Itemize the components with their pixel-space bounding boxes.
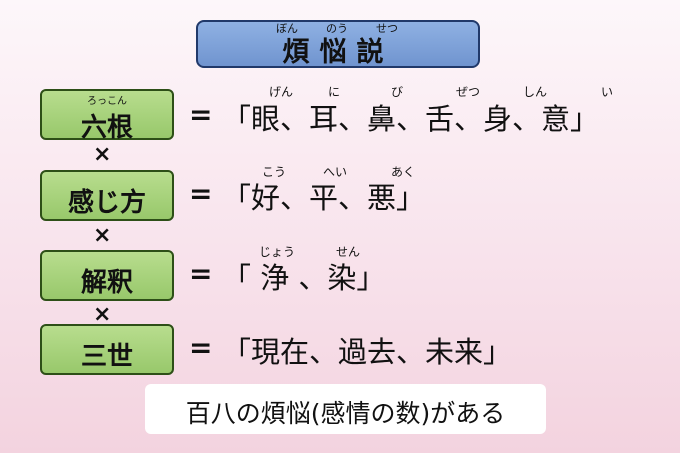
- term-sanze: 三世: [80, 342, 133, 372]
- title-ruby-2: のう: [326, 22, 348, 35]
- equals-sign-2: =: [189, 177, 213, 210]
- multiply-sign-3: ×: [93, 302, 112, 327]
- ruby-shin: しん: [523, 85, 548, 99]
- term-kaishaku: 解釈: [80, 268, 133, 298]
- term-rokkon: 六根: [80, 113, 133, 143]
- title-box: ぼん のう せつ 煩悩説: [196, 20, 480, 68]
- ruby-i: い: [601, 85, 614, 99]
- title-ruby-3: せつ: [376, 22, 398, 35]
- summary-box: 百八の煩悩(感情の数)がある: [145, 384, 546, 434]
- definition-sanze: 「現在、過去、未来」: [222, 335, 513, 369]
- title-ruby-1: ぼん: [276, 22, 298, 35]
- equals-sign-4: =: [189, 331, 213, 364]
- definition-rokkon: 「眼、耳、鼻、舌、身、意」: [222, 102, 600, 136]
- term-box-kanjikata: 感じ方: [40, 170, 174, 221]
- ruby-jou: じょう: [259, 245, 296, 259]
- ruby-sen: せん: [336, 245, 361, 259]
- page-title: 煩悩説: [282, 37, 394, 68]
- ruby-zetsu: ぜつ: [456, 85, 481, 99]
- summary-text: 百八の煩悩(感情の数)がある: [185, 399, 506, 428]
- ruby-ni: に: [328, 85, 341, 99]
- ruby-kou: こう: [262, 165, 287, 179]
- term-kanjikata: 感じ方: [67, 188, 146, 218]
- ruby-aku: あく: [391, 165, 416, 179]
- ruby-hei: へい: [323, 165, 348, 179]
- term-box-rokkon: ろっこん 六根: [40, 89, 174, 143]
- multiply-sign-2: ×: [93, 223, 112, 248]
- term-box-sanze: 三世: [40, 324, 174, 375]
- definition-kanjikata: 「好、平、悪」: [222, 181, 426, 215]
- equals-sign-1: =: [189, 98, 213, 131]
- ruby-bi: び: [391, 85, 404, 99]
- term-ruby-rokkon: ろっこん: [87, 96, 127, 107]
- equals-sign-3: =: [189, 257, 213, 290]
- term-box-kaishaku: 解釈: [40, 250, 174, 301]
- definition-kaishaku: 「 浄 、染」: [222, 261, 386, 295]
- multiply-sign-1: ×: [93, 142, 112, 167]
- ruby-gen: げん: [269, 85, 294, 99]
